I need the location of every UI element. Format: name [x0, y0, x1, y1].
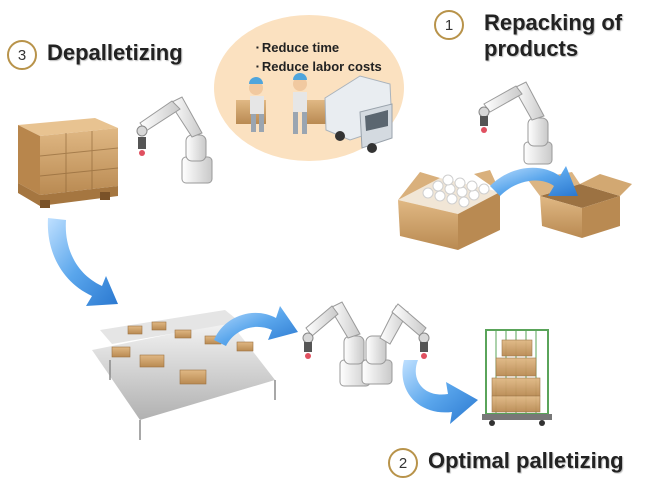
curved-arrow-icon: [402, 360, 478, 424]
curved-arrow-icon: [47, 218, 118, 306]
curved-arrow-icon: [490, 166, 578, 196]
conveyor-icon: [92, 310, 276, 440]
step-title: Optimal palletizing: [428, 448, 624, 473]
step-title: Depalletizing: [47, 40, 183, 65]
step-title-line: products: [484, 36, 579, 61]
cardboard-box-icon: [528, 172, 632, 238]
robot-arm-icon: [136, 96, 213, 184]
benefit-item: ▪ Reduce labor costs: [256, 57, 382, 76]
step-number-badge: 1: [434, 10, 464, 40]
open-box-with-rolls-icon: [398, 170, 500, 250]
benefit-label: Reduce time: [261, 40, 340, 55]
step-optimal-palletizing: 2 Optimal palletizing: [388, 448, 624, 478]
step-title-line: Repacking of: [484, 10, 623, 35]
step-repacking: 1 Repacking of products: [434, 10, 622, 62]
worker-icon: [236, 77, 266, 132]
truck-icon: [324, 75, 393, 153]
benefit-label: Reduce labor costs: [261, 59, 382, 74]
bullet-icon: ▪: [256, 62, 259, 71]
pallet-stack-icon: [18, 118, 119, 208]
robot-arm-icon: [361, 303, 430, 385]
roll-cage-icon: [482, 329, 552, 426]
step-depalletizing: 3 Depalletizing: [7, 40, 183, 70]
curved-arrow-icon: [214, 306, 298, 346]
robot-arm-icon: [478, 81, 553, 165]
step-number-badge: 2: [388, 448, 418, 478]
step-title: Repacking of products: [474, 10, 622, 62]
robot-arm-icon: [302, 301, 371, 387]
step-number-badge: 3: [7, 40, 37, 70]
benefit-item: ▪ Reduce time: [256, 38, 382, 57]
bullet-icon: ▪: [256, 43, 259, 52]
benefits-list: ▪ Reduce time ▪ Reduce labor costs: [256, 38, 382, 76]
